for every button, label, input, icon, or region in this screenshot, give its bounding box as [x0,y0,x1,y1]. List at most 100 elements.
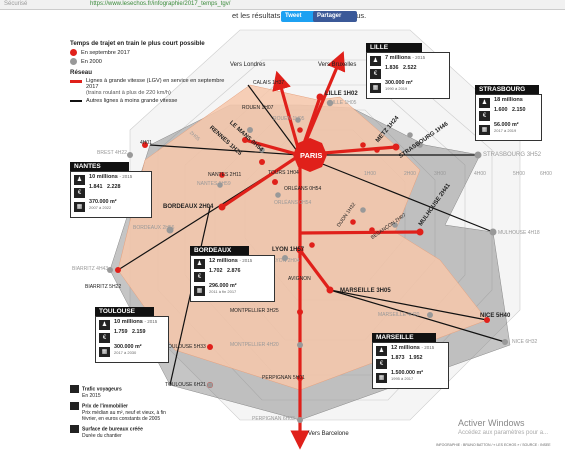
legend-2000-dot [70,58,77,65]
nantes-2000-label: NANTES 1H59 [197,181,231,187]
strasbourg-2000-label: STRASBOURG 3H52 [483,152,542,158]
brest-label: BREST 4H22 [97,150,127,156]
nantes-label: NANTES 2H11 [208,172,242,178]
ring-label-6h: 6H00 [540,171,552,177]
browser-bar: Sécurisé https://www.lesechos.fr/infogra… [0,0,565,10]
orleans-label: ORLÉANS 0H54 [284,186,322,192]
other-lines [117,84,506,410]
building-icon [70,425,79,433]
lyon-2000-label: LYON 2H04 [273,258,300,264]
building-icon: ▦ [370,83,381,93]
windows-watermark: Activer Windows [458,418,525,428]
perpignan-2000-label: PERPIGNAN 6H03 [252,416,295,422]
people-icon [70,385,79,393]
lille-2000-label: LILLE 1H05 [330,100,357,106]
legend-2017-dot [70,49,77,56]
lille-box: ♟ 7 millions - 2015 € 1.836 2.522 ▦ 300.… [366,52,450,99]
lyon-label: LYON 1H57 [272,247,305,253]
toulouse-box-header: TOULOUSE [95,307,154,316]
arrow-brussels-label: Vers Bruxelles [318,62,357,68]
mulhouse-2000-label: MULHOUSE 4H18 [498,230,540,236]
legend-other-line [70,100,82,102]
city-dots-2000 [107,99,508,423]
arrow-barcelona-label: Vers Barcelone [308,431,349,437]
legend-lgv-sub: (trains roulant à plus de 220 km/h) [86,90,171,96]
nantes-box: ♟ 10 millions - 2015 € 1.841 2.228 ▦ 370… [70,171,152,218]
strasbourg-box-header: STRASBOURG [475,85,539,94]
legend-lgv-line [70,80,82,83]
ring-label-2h: 2H00 [404,171,416,177]
euro-icon: € [479,111,490,121]
ring-label-5h: 5H00 [513,171,525,177]
marseille-2000-label: MARSEILLE 4H20 [378,312,420,318]
lille-box-header: LILLE [366,43,422,52]
lille-label: LILLE 1H02 [325,91,358,97]
legend-title: Temps de trajet en train le plus court p… [70,40,205,47]
biarritz-2000-label: BIARRITZ 4H43 [72,266,109,272]
legend-2000-label: En 2000 [81,58,102,65]
building-icon: ▦ [194,286,205,296]
orleans-2000-label: ORLÉANS 0H54 [274,200,312,206]
perpignan-label: PERPIGNAN 5H01 [262,375,305,381]
paris-node [293,138,327,172]
rouen-label: ROUEN 1H07 [242,105,274,111]
building-icon: ▦ [479,125,490,135]
people-icon: ♟ [194,259,205,269]
nice-2000-label: NICE 6H32 [512,339,538,345]
legend-network-title: Réseau [70,69,93,76]
brest-2017-label: 4H01 [140,140,152,146]
euro-icon: € [99,333,110,343]
rouen-2000-label: ROUEN 1H05 [273,116,305,122]
ring-label-3h: 3H00 [434,171,446,177]
nantes-box-header: NANTES [70,162,129,171]
ring-label-4h: 4H00 [474,171,486,177]
legend-lgv-label: Lignes à grande vitesse (LGV) en service… [86,78,225,90]
browser-url[interactable]: https://www.lesechos.fr/infographie/2017… [90,1,231,7]
facebook-share-button[interactable]: Partager [313,11,357,22]
nice-label: NICE 5H40 [480,313,511,319]
euro-icon: € [74,188,85,198]
biarritz-label: BIARRITZ 5H22 [85,284,122,290]
browser-secure-label: Sécurisé [4,1,28,7]
marseille-box-header: MARSEILLE [372,333,436,342]
tweet-button[interactable]: Tweet [281,11,320,22]
toulouse-label: TOULOUSE 5H33 [165,344,206,350]
people-icon: ♟ [74,175,85,185]
toulouse-box: ♟ 10 millions - 2015 € 1.759 2.159 ▦ 300… [95,316,169,363]
marseille-label: MARSEILLE 3H05 [340,288,391,294]
montpellier-2000-label: MONTPELLIER 4H20 [230,342,279,348]
legend-2017-label: En septembre 2017 [81,49,130,56]
euro-icon: € [194,272,205,282]
ring-label-1h: 1H00 [364,171,376,177]
tours-label: TOURS 1H04 [268,170,299,176]
building-icon: ▦ [99,347,110,357]
toulouse-2000-label: TOULOUSE 6H21 [165,382,206,388]
montpellier-label: MONTPELLIER 3H25 [230,308,279,314]
people-icon: ♟ [370,56,381,66]
people-icon: ♟ [479,98,490,108]
people-icon: ♟ [376,346,387,356]
bordeaux-label: BORDEAUX 2H04 [163,204,214,210]
legend-other-label: Autres lignes à moins grande vitesse [86,98,178,104]
bordeaux-box-header: BORDEAUX [190,246,249,255]
bordeaux-2000-label: BORDEAUX 2H56 [133,225,175,231]
arrow-london-label: Vers Londres [230,62,266,68]
euro-icon: € [370,69,381,79]
bordeaux-box: ♟ 12 millions - 2015 € 1.702 2.876 ▦ 296… [190,255,275,302]
euro-icon: € [376,359,387,369]
building-icon: ▦ [74,202,85,212]
building-icon: ▦ [376,373,387,383]
legend: Temps de trajet en train le plus court p… [70,40,230,106]
windows-watermark-sub: Accédez aux paramètres pour a... [458,430,549,436]
calais-label: CALAIS 1H37 [253,80,285,86]
people-icon: ♟ [99,320,110,330]
paris-label: PARIS [300,151,323,160]
avignon-label: AVIGNON [288,276,311,282]
euro-icon [70,402,79,410]
credit: INFOGRAPHIE : BRUNO BATTON / « LES ECHOS… [436,443,551,447]
marseille-box: ♟ 12 millions - 2015 € 1.873 1.952 ▦ 1.5… [372,342,449,389]
